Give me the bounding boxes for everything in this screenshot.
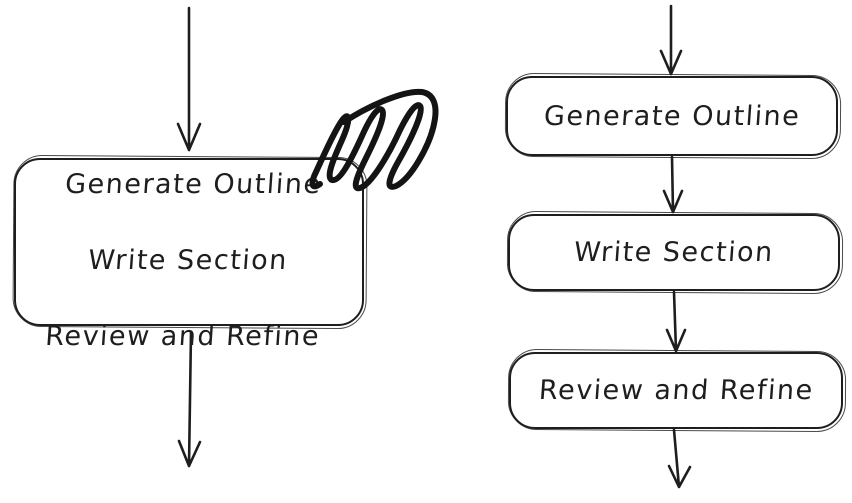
arrow-into-generate-outline (659, 4, 683, 76)
combined-process-box: Generate Outline Write Section Review an… (14, 158, 364, 352)
generate-outline-label: Generate Outline (542, 100, 802, 132)
write-section-box: Write Section (508, 214, 840, 291)
generate-outline-box: Generate Outline (506, 76, 838, 156)
arrow-write-to-review (665, 290, 687, 353)
arrow-out-of-review-refine (667, 428, 692, 489)
review-refine-box: Review and Refine (509, 352, 843, 429)
write-section-label: Write Section (573, 237, 775, 268)
combined-line-generate-outline: Generate Outline (63, 169, 323, 200)
combined-line-write-section: Write Section (86, 245, 289, 276)
arrow-generate-to-write (662, 155, 684, 214)
combined-line-review-refine: Review and Refine (43, 321, 321, 352)
review-refine-label: Review and Refine (537, 375, 815, 406)
combined-process-label: Generate Outline Write Section Review an… (44, 128, 335, 356)
